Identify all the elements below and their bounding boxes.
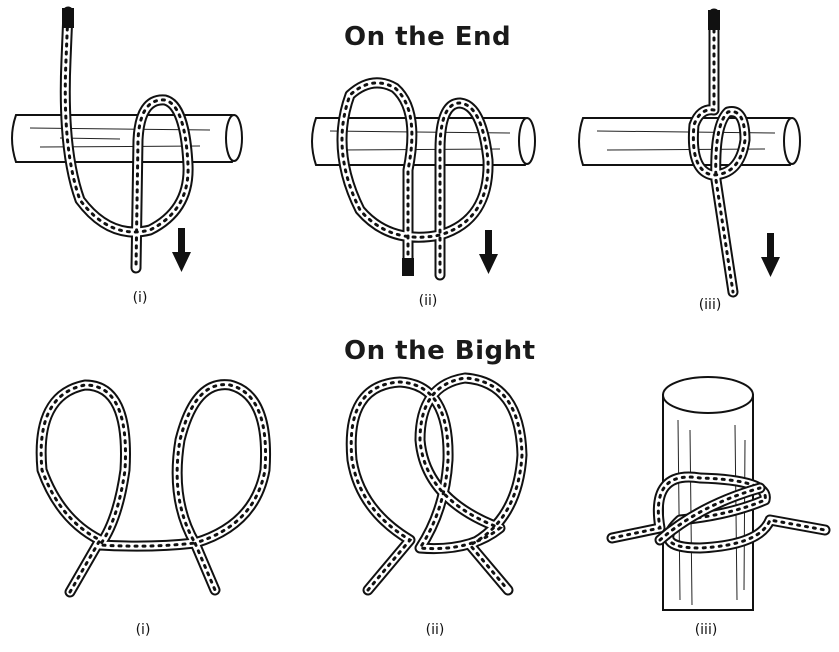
down-arrow-icon [172, 228, 191, 272]
heading-on-the-end: On the End [344, 22, 512, 52]
end-step-3-rope [687, 8, 751, 298]
bight-step-3-rope [606, 471, 831, 554]
bight-step-2-figure [345, 372, 528, 596]
bight-step-3-label: (iii) [694, 622, 718, 638]
end-step-2-label: (ii) [418, 293, 438, 309]
end-step-1-rail [11, 114, 243, 163]
end-step-2-rail [311, 117, 536, 166]
end-step-3-figure [578, 8, 801, 298]
end-step-1-label: (i) [132, 290, 148, 306]
down-arrow-icon [761, 233, 780, 277]
down-arrow-icon [479, 230, 498, 274]
bight-step-1-label: (i) [135, 622, 151, 638]
end-step-1-rope [59, 6, 194, 274]
bight-step-1-rope [35, 379, 272, 598]
bight-step-2-label: (ii) [425, 622, 445, 638]
end-step-1-figure [11, 6, 243, 274]
bight-step-3-figure [606, 376, 831, 611]
end-step-3-label: (iii) [698, 297, 722, 313]
bight-step-1-figure [35, 379, 272, 598]
end-step-2-figure [311, 77, 536, 281]
heading-on-the-bight: On the Bight [344, 336, 536, 366]
end-step-2-rope [336, 77, 494, 281]
bight-step-2-rope [345, 372, 528, 596]
